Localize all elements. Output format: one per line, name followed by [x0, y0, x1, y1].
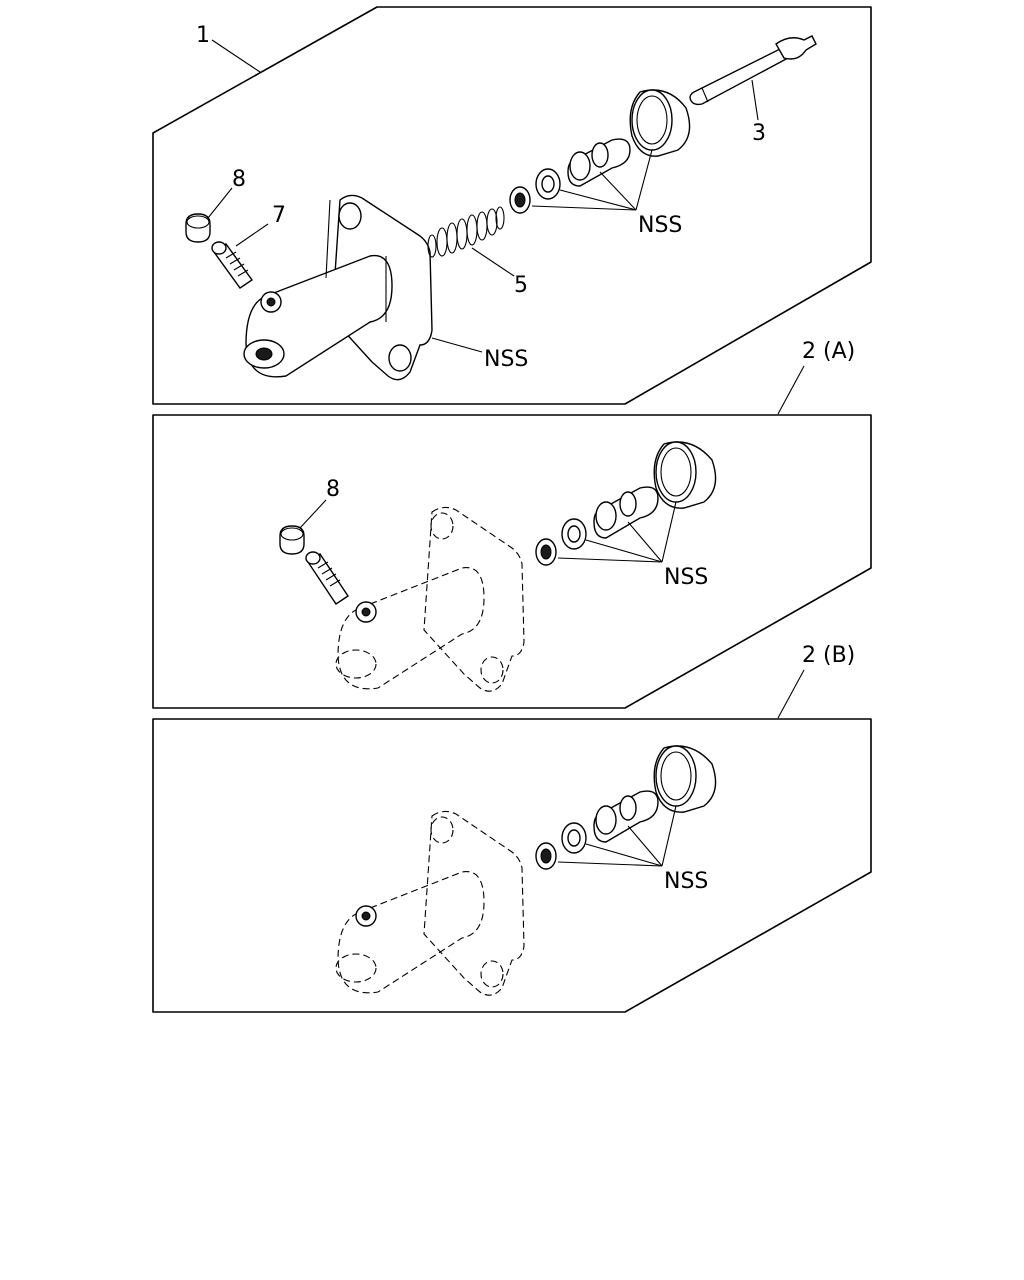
cap-8-2a — [279, 525, 305, 555]
ref-leader-2a — [777, 365, 805, 415]
cylinder-body-1 — [243, 194, 433, 381]
callout-body-nss: NSS — [484, 347, 528, 372]
ref-leader-1 — [211, 39, 261, 73]
leader-5 — [471, 247, 515, 277]
leader-3 — [751, 79, 759, 121]
panel-2a-frame — [152, 414, 872, 709]
callout-seal-nss-1: NSS — [638, 213, 682, 238]
bleeder-screw-7 — [211, 241, 253, 289]
callout-5: 5 — [514, 273, 528, 298]
leader-8 — [207, 187, 233, 219]
spring-5 — [427, 206, 505, 258]
callout-8-2a: 8 — [326, 477, 340, 502]
panel-kit-2b: 2 (B) NSS — [152, 643, 872, 1013]
callout-seal-nss-2b: NSS — [664, 869, 708, 894]
panel-2b-frame — [152, 718, 872, 1013]
cylinder-body-2b — [335, 810, 525, 996]
leader-8-2a — [299, 499, 327, 529]
cylinder-body-2a — [335, 506, 525, 692]
callout-7: 7 — [272, 203, 286, 228]
seal-set-2b — [535, 745, 717, 870]
callout-3: 3 — [752, 121, 766, 146]
panel-kit-1: 1 NSS 7 8 — [152, 6, 872, 405]
bleeder-screw-2a — [305, 551, 349, 605]
cap-8 — [185, 213, 211, 243]
leader-7 — [235, 223, 269, 247]
callout-8: 8 — [232, 167, 246, 192]
ref-label-2b: 2 (B) — [802, 643, 855, 668]
piston-rod-3 — [689, 35, 817, 106]
ref-label-1: 1 — [196, 23, 210, 48]
ref-label-2a: 2 (A) — [802, 339, 855, 364]
leader-body-nss — [431, 337, 483, 353]
seal-set-1 — [509, 89, 691, 214]
callout-seal-nss-2a: NSS — [664, 565, 708, 590]
seal-set-2a — [535, 441, 717, 566]
panel-1-frame — [152, 6, 872, 405]
ref-leader-2b — [777, 669, 805, 719]
panel-kit-2a: 2 (A) 8 — [152, 339, 872, 709]
